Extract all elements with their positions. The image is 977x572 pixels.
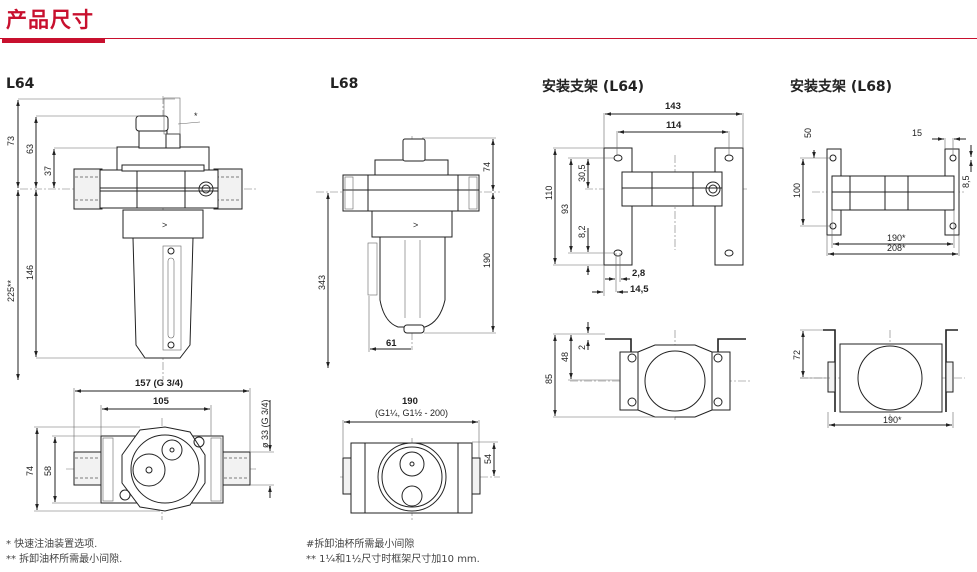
bracket-l64-front-drawing: 143 114 110 93 30,5 8,2 2,8 14,5 [544, 101, 748, 296]
section-title-bracket-l68: 安装支架 (L68) [790, 79, 893, 95]
dim-l64-port: ø 33 (G 3/4) [260, 399, 270, 448]
dim-bracket-l68-50: 50 [803, 128, 813, 138]
dim-bracket-114: 114 [666, 120, 682, 131]
dim-l64-225: 225** [6, 279, 16, 302]
dim-l68-343: 343 [317, 275, 327, 290]
dim-l68-74: 74 [482, 162, 492, 172]
section-title-l64: L64 [6, 76, 35, 92]
dim-l64-105: 105 [153, 396, 170, 407]
dim-bracket-l68-8-5: 8,5 [961, 175, 971, 188]
dim-l64-37: 37 [43, 166, 53, 176]
dim-bracket-l68-72: 72 [792, 350, 802, 360]
bracket-l68-plan-drawing: 72 190* [792, 329, 965, 428]
svg-text:>: > [413, 220, 418, 230]
dim-l68-54: 54 [483, 454, 493, 464]
dim-bracket-l68-190: 190* [887, 233, 906, 243]
section-title-bracket-l64: 安装支架 (L64) [542, 79, 645, 95]
dim-bracket-85: 85 [544, 374, 554, 384]
page-title: 产品尺寸 [6, 8, 94, 32]
dim-l64-74: 74 [25, 466, 35, 476]
dim-bracket-2: 2 [577, 345, 587, 350]
dim-bracket-8-2: 8,2 [577, 225, 587, 238]
l64-plan-drawing: 157 (G 3/4) 105 74 58 ø 33 (G 3/4) [25, 378, 274, 520]
bracket-l68-front-drawing: 50 100 15 8,5 190* 208* [792, 128, 973, 256]
note-quick-fill: * 快速注油装置选项. [6, 539, 98, 550]
dim-l68-61: 61 [386, 338, 397, 349]
notes-right: #拆卸油杯所需最小间隙 ** 1¼和1½尺寸时框架尺寸加10 mm. [306, 537, 480, 567]
dim-l68-190: 190 [482, 253, 492, 268]
dim-l64-58: 58 [43, 466, 53, 476]
bracket-l64-plan-drawing: 85 48 2 [544, 322, 750, 420]
dim-l64-157: 157 (G 3/4) [135, 378, 183, 389]
svg-text:>: > [162, 220, 167, 230]
dim-bracket-30-5: 30,5 [577, 164, 587, 182]
dim-bracket-l68-15: 15 [912, 128, 922, 138]
dim-bracket-2-8: 2,8 [632, 268, 645, 279]
dim-bracket-110: 110 [544, 186, 554, 200]
dim-bracket-48: 48 [560, 352, 570, 362]
dim-l68-190-note: (G1¼, G1½ - 200) [375, 408, 448, 418]
dim-l64-63: 63 [25, 144, 35, 154]
dim-l64-73: 73 [6, 136, 16, 146]
notes-left: * 快速注油装置选项. ** 拆卸油杯所需最小间隙. [6, 537, 122, 567]
section-title-l68: L68 [330, 76, 359, 92]
dim-bracket-14-5: 14,5 [630, 284, 649, 295]
title-rule [0, 38, 977, 39]
svg-text:*: * [194, 111, 198, 121]
note-bowl-clearance: #拆卸油杯所需最小间隙 [306, 539, 415, 550]
dim-l64-146: 146 [25, 265, 35, 280]
dim-bracket-143: 143 [665, 101, 681, 112]
l68-plan-drawing: 190 (G1¼, G1½ - 200) 54 [340, 396, 500, 520]
l64-front-drawing: * > 73 63 37 146 225** [6, 96, 258, 380]
note-min-clearance: ** 拆卸油杯所需最小间隙. [6, 554, 123, 565]
dim-bracket-l68-208: 208* [887, 243, 906, 253]
dim-bracket-l68-190-plan: 190* [883, 415, 902, 425]
dim-l68-190-plan: 190 [402, 396, 418, 407]
note-frame-size: ** 1¼和1½尺寸时框架尺寸加10 mm. [306, 554, 480, 565]
title-rule-accent [2, 38, 105, 43]
l68-front-drawing: > 74 190 343 61 [316, 136, 500, 368]
dim-bracket-l68-100: 100 [792, 183, 802, 198]
dim-bracket-93: 93 [560, 204, 570, 214]
